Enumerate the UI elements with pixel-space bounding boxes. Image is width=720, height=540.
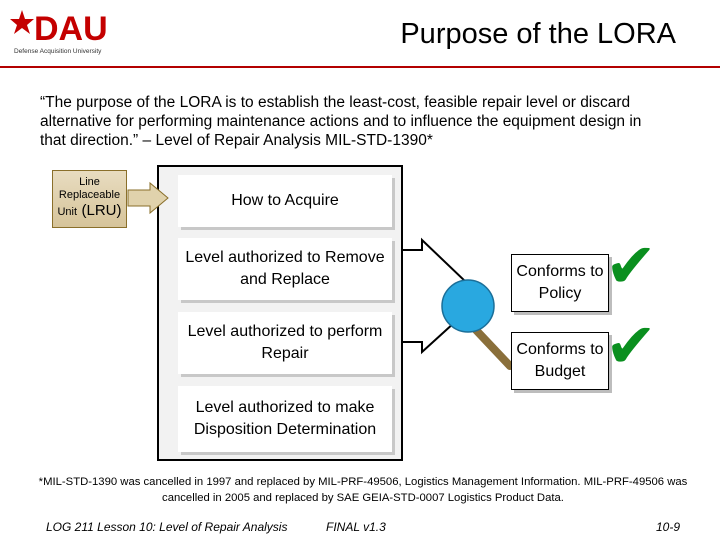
footer-course: LOG 211 Lesson 10: Level of Repair Analy… — [46, 520, 288, 534]
lru-line1: Line — [79, 176, 100, 188]
logo-tagline: Defense Acquisition University — [14, 48, 102, 55]
remove-replace-box: Level authorized to Remove and Replace — [178, 238, 392, 300]
checkmark-icon: ✔ — [605, 232, 657, 301]
footer-page-number: 10-9 — [655, 520, 680, 534]
dau-logo: DAU Defense Acquisition University — [10, 10, 108, 55]
footnote: *MIL-STD-1390 was cancelled in 1997 and … — [38, 476, 688, 504]
magnifier-handle — [472, 326, 514, 370]
conforms-budget-box: Conforms to Budget — [511, 332, 609, 390]
footer-version: FINAL v1.3 — [326, 520, 386, 534]
lru-abbr: (LRU) — [81, 202, 122, 219]
checkmark-icon: ✔ — [605, 312, 657, 381]
lru-block: Line Replaceable Unit (LRU) — [52, 170, 127, 228]
lru-arrow — [127, 181, 169, 215]
how-to-acquire-box: How to Acquire — [178, 175, 392, 227]
conforms-policy-box: Conforms to Policy — [511, 254, 609, 312]
disposition-box: Level authorized to make Disposition Det… — [178, 386, 392, 452]
lru-line2: Replaceable — [58, 189, 121, 201]
purpose-quote: “The purpose of the LORA is to establish… — [40, 94, 642, 149]
perform-repair-box: Level authorized to perform Repair — [178, 312, 392, 374]
lru-unit: Unit — [57, 206, 78, 218]
magnifier-lens-icon — [441, 279, 495, 333]
logo-mark: DAU — [34, 10, 108, 48]
star-emblem-icon — [10, 10, 34, 34]
page-title: Purpose of the LORA — [400, 18, 676, 50]
title-divider — [0, 66, 720, 68]
